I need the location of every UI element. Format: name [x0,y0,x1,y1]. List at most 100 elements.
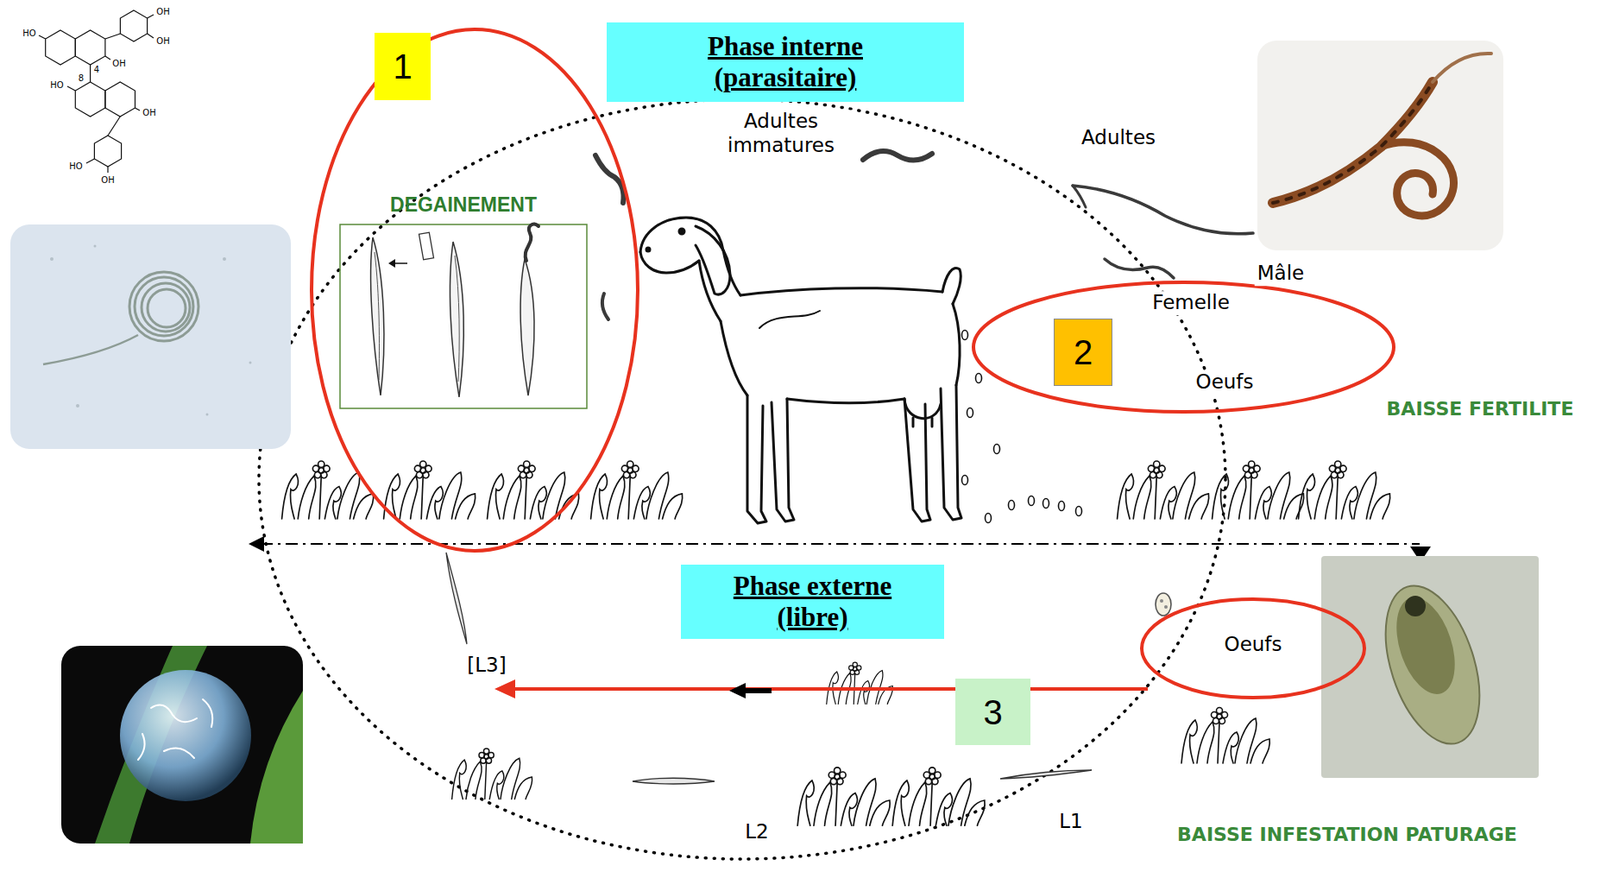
development-arrow [494,679,516,699]
chem-atom-label: OH [141,107,157,118]
larva-photo [10,224,291,449]
dew-drop-photo [151,704,197,722]
effect-note: BAISSE FERTILITE [1386,397,1575,420]
larva-photo [50,245,252,416]
stage-label: Mâle [1254,261,1307,286]
adult-worm-photo [1257,40,1504,251]
stage-label: [L3] [464,653,509,678]
larva-photo [50,257,54,261]
tannin-structure [38,10,154,173]
dew-drop-photo [250,690,303,844]
exsheathment-drawing [454,255,460,382]
tannin-structure [105,56,111,60]
goat [699,260,721,322]
tannin-structure [86,158,95,164]
worms [602,293,609,320]
grass [892,767,985,826]
egg-photo [1404,595,1426,617]
chem-atom-label: OH [155,36,171,46]
tannin-structure [38,35,46,39]
callout-box: 3 [955,678,1031,745]
chem-atom-label: 8 [77,73,85,83]
goat [904,398,941,419]
highlight-ellipse: Oeufs [1140,597,1367,700]
goat [640,251,700,273]
larva-photo [129,271,199,341]
eggs [1043,498,1050,509]
grass [282,460,1391,826]
worms [1072,185,1254,234]
larva-photo [10,224,291,449]
tannin-structure [94,135,121,167]
eggs [1159,598,1164,603]
callout-number: 3 [982,694,1002,730]
grass [384,460,476,519]
eggs [994,444,1001,454]
eggs [962,330,969,341]
exsheathment-drawing [340,224,587,409]
exsheathment-drawing [520,258,535,396]
stage-label: L2 [742,819,771,845]
grass [591,460,683,519]
grass [826,661,894,704]
exsheathment-drawing [374,251,379,380]
larva-photo [206,413,209,416]
highlight-ellipse [311,29,638,551]
larva-photo [43,271,199,365]
goat [771,398,794,522]
larva-photo [249,361,252,365]
development-arrow [494,679,1148,699]
goat [640,217,962,523]
stage-label: L1 [1056,809,1085,834]
worms [1072,185,1086,208]
ellipse-label: Oeufs [1193,370,1257,395]
tannin-structure [135,107,141,111]
phase-title: Phase interne (parasitaire) [668,31,902,93]
development-arrow [743,687,772,693]
callout-box: 2 [1053,318,1113,386]
chem-atom-label: HO [49,80,64,90]
larva-photo [75,403,80,408]
tannin-structure [105,33,120,39]
tannin-structure [45,30,76,65]
dew-drop-photo [119,669,252,801]
tannin-structure [89,64,91,82]
life-cycle-loop [258,99,1226,859]
eggs [1008,500,1015,511]
ellipse-label: Femelle [1149,290,1233,315]
goat [720,321,748,396]
ellipse-label: Oeufs [1222,632,1286,657]
exsheathment-drawing [393,262,408,265]
tannin-structure [75,30,106,65]
goat [952,303,960,385]
larva-photo [147,289,186,328]
chem-atom-label: OH [155,6,171,17]
ellipse-outline [1141,598,1365,698]
goat [942,267,961,304]
chem-atom-label: 4 [93,64,101,75]
grass [1298,460,1391,519]
larva-photo [94,245,97,248]
goat [747,395,767,523]
callout-number: 2 [1073,334,1093,370]
goat [759,310,820,328]
tannin-structure [107,166,108,173]
highlight-ellipse: FemelleOeufs 2 [971,280,1396,414]
adult-worm-photo [1272,81,1433,203]
larva-photo [134,277,194,336]
worms [862,151,933,161]
grass [452,748,533,800]
chem-atom-label: HO [21,28,37,38]
egg-photo [1385,590,1467,702]
adult-worm-photo [1380,142,1455,216]
exsheathment-drawing [525,224,539,261]
tannin-structure [119,10,147,42]
tannin-structure [75,81,106,117]
phase-box: Phase externe (libre) [680,564,945,639]
goat [740,288,943,296]
grass [487,460,580,519]
larvae [446,552,1092,784]
eggs [962,475,969,486]
eggs [985,513,992,523]
